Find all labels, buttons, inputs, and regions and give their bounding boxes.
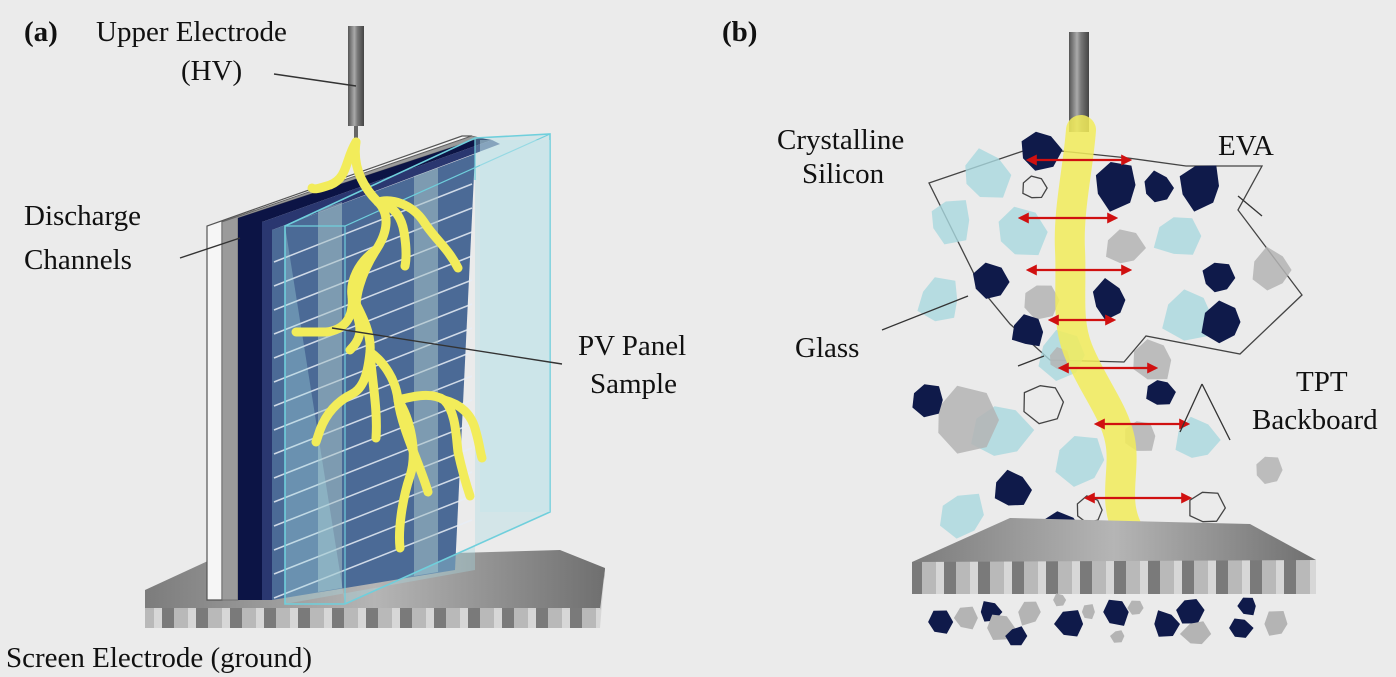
label-discharge: Discharge [24, 200, 142, 232]
label-channels: Channels [24, 244, 132, 276]
label-eva: EVA [1218, 130, 1274, 162]
eva-particle [965, 148, 1012, 198]
electric-field-arrows [1017, 154, 1193, 504]
tpt-debris [1179, 621, 1212, 645]
silicon-particle [1179, 165, 1219, 212]
silicon-particle [912, 384, 943, 418]
silicon-debris [1237, 597, 1256, 616]
tpt-debris [1110, 630, 1125, 643]
tpt-debris [1018, 601, 1041, 626]
tpt-particle [1024, 285, 1060, 320]
cell-grid-line [273, 183, 473, 263]
label-silicon: Silicon [802, 158, 885, 190]
label-backboard: Backboard [1252, 404, 1378, 436]
discharge-channels [291, 137, 487, 553]
silicon-debris [1229, 618, 1254, 638]
silicon-debris [1103, 599, 1129, 626]
silicon-particle [1095, 162, 1136, 212]
label-screen-electrode: Screen Electrode (ground) [6, 642, 312, 674]
silicon-particle [1201, 300, 1241, 344]
eva-particle [940, 493, 984, 539]
silicon-particle [994, 469, 1032, 506]
hollow-particle [1022, 175, 1048, 199]
silicon-debris [1154, 610, 1180, 637]
silicon-debris [1176, 599, 1205, 624]
upper-electrode-rod-b [1069, 32, 1089, 132]
panel-b-tag: (b) [722, 16, 758, 48]
cell-grid-line [273, 519, 473, 599]
label-tpt: TPT [1296, 366, 1348, 398]
label-upper-electrode-hv: (HV) [181, 55, 243, 87]
leader-lines-a [179, 73, 563, 365]
hollow-particle [1023, 385, 1065, 425]
hollow-particle [1189, 491, 1227, 523]
eva-particle [931, 200, 970, 245]
eva-particle [998, 206, 1048, 256]
silicon-particle [973, 262, 1010, 299]
panel-a-tag: (a) [24, 16, 58, 48]
label-upper-electrode: Upper Electrode [96, 16, 287, 48]
silicon-particle [1202, 262, 1236, 293]
cell-grid-line [273, 495, 473, 575]
eva-particle [1153, 217, 1202, 255]
tpt-particle [1252, 246, 1292, 291]
silicon-particle [1146, 380, 1176, 405]
material-particles [912, 131, 1292, 557]
tpt-debris [1264, 611, 1288, 636]
cell-grid-line [273, 423, 473, 503]
silicon-particle [1144, 170, 1174, 203]
label-glass: Glass [795, 332, 860, 364]
leader-lines-b [881, 195, 1263, 441]
tpt-debris [1053, 593, 1067, 607]
silicon-particle [1092, 278, 1126, 321]
tpt-particle [1106, 229, 1146, 264]
label-sample: Sample [590, 368, 677, 400]
label-crystalline: Crystalline [777, 124, 905, 156]
tpt-debris [953, 606, 978, 630]
tpt-particle [1256, 456, 1283, 484]
cell-grid-line [273, 471, 473, 551]
upper-electrode-rod [348, 26, 364, 140]
panel-a [145, 26, 605, 628]
silicon-debris [928, 610, 954, 634]
silicon-debris [1005, 626, 1028, 646]
tpt-debris [1127, 600, 1144, 615]
eva-particle [1055, 436, 1105, 487]
cell-grid-line [273, 447, 473, 527]
panel-b [881, 32, 1316, 646]
silicon-debris [1054, 610, 1084, 637]
tpt-debris [1081, 604, 1095, 620]
silicon-particle [1011, 314, 1044, 347]
tpt-particle [1133, 339, 1172, 380]
cell-grid-line [273, 255, 473, 335]
cell-grid-line [273, 279, 473, 359]
hollow-particle [1076, 495, 1103, 524]
eva-particle [917, 277, 958, 322]
silicon-particle [1021, 131, 1063, 171]
screen-electrode-plate-b [912, 518, 1316, 594]
label-pv-panel: PV Panel [578, 330, 687, 362]
eva-particle [1162, 289, 1212, 341]
ground-debris-particles [928, 593, 1288, 646]
tpt-particle [938, 385, 999, 454]
